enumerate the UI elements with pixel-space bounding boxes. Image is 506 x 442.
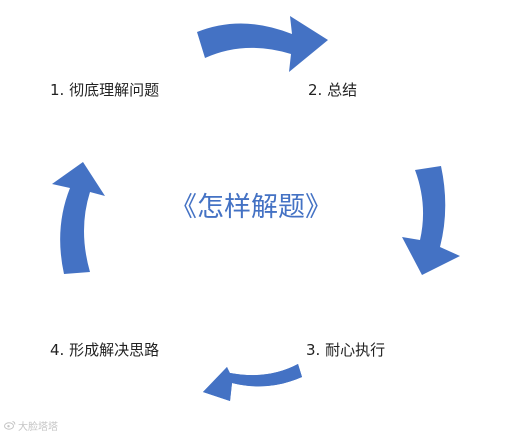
watermark: 大脸塔塔 (4, 420, 58, 435)
watermark-text: 大脸塔塔 (18, 422, 58, 433)
arrow-bottom (203, 364, 302, 401)
arrow-left (52, 162, 105, 274)
weibo-icon (4, 420, 16, 435)
step-1-understand-problem: 1. 彻底理解问题 (50, 81, 160, 99)
arrow-top (197, 16, 328, 72)
step-2-summarize: 2. 总结 (308, 81, 358, 99)
step-4-form-solution: 4. 形成解决思路 (50, 341, 160, 359)
step-3-execute-patiently: 3. 耐心执行 (306, 341, 386, 359)
arrow-right (402, 166, 460, 275)
diagram-title: 《怎样解题》 (170, 192, 332, 223)
